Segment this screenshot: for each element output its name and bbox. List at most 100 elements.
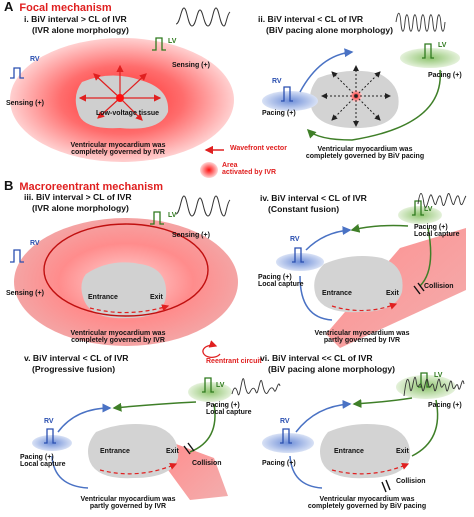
panel-vi-caption-line2: completely governed by BiV pacing: [307, 503, 427, 511]
tissue-shape-vi: [320, 424, 411, 479]
dashed-wavefront-vectors: [321, 65, 391, 127]
legend-wavefront-label: Wavefront vector: [230, 145, 287, 152]
rv-wave-arrow-iv: [305, 226, 352, 251]
panel-vi-exit-label: Exit: [396, 448, 409, 455]
lv-lead-icon-iv: [412, 200, 424, 216]
rv-lead-icon-ii: [281, 86, 293, 102]
legend-a: [200, 145, 224, 178]
panel-v-pacing-lv: Pacing (+)Local capture: [206, 402, 252, 417]
slow-conduction-path-iv: [331, 302, 398, 312]
panel-vi-pacing-rv: Pacing (+): [262, 460, 296, 467]
lv-pacing-site-ii: [400, 48, 460, 68]
lv-lower-arrow-vi: [411, 399, 439, 457]
ecg-trace-vi: [403, 376, 465, 397]
panel-ii-pacing-rv: Pacing (+): [262, 110, 296, 117]
panel-v-pacing-rv-line2: Local capture: [20, 461, 66, 469]
panel-ii-pacing-lv: Pacing (+): [428, 72, 462, 79]
lv-wave-arrow-ii: [306, 69, 441, 141]
panel-iv-title-line2: (Constant fusion): [268, 204, 340, 215]
lv-pacing-site-iv: [398, 206, 442, 224]
rv-wave-arrow-v: [57, 403, 112, 433]
panel-iv-graphic: [276, 192, 467, 348]
panel-iv-title: iv. BiV interval < CL of IVR(Constant fu…: [260, 193, 367, 215]
panel-vi-collision-label: Collision: [396, 478, 426, 485]
panel-v-rv-label: RV: [44, 418, 54, 425]
ivr-fusion-area-v: [168, 444, 228, 500]
lv-lead-icon-iii: [150, 211, 164, 225]
panel-iv-pacing-rv-line1: Pacing (+): [258, 274, 292, 281]
collision-mark-v: [183, 442, 195, 455]
tissue-shape-iv: [314, 256, 403, 313]
lv-lead-icon-vi: [418, 372, 430, 388]
panel-iii-caption-line2: completely governed by IVR: [71, 337, 165, 345]
panel-i-sensing-rv: Sensing (+): [6, 100, 44, 107]
rv-pacing-site-vi: [262, 433, 314, 453]
panel-i-title: i. BiV interval > CL of IVR(IVR alone mo…: [24, 14, 129, 36]
ecg-trace-iv: [417, 192, 467, 208]
panel-ii-caption-line1: Ventricular myocardium was: [317, 146, 413, 153]
panel-iv-lv-label: LV: [424, 206, 433, 213]
ecg-trace-i: [175, 7, 231, 27]
collision-mark-iv: [413, 282, 425, 295]
panel-iii-caption-line1: Ventricular myocardium was: [70, 330, 166, 337]
slow-conduction-path-vi: [331, 463, 410, 475]
section-a-letter: A: [4, 0, 14, 14]
panel-iii-entrance-label: Entrance: [88, 294, 118, 301]
rv-pacing-site-v: [32, 435, 72, 451]
lv-pacing-site-vi: [396, 375, 456, 399]
area-legend-swatch: [200, 162, 218, 178]
ecg-trace-iii: [175, 195, 231, 217]
panel-vi-title-line1: vi. BiV interval << CL of IVR: [260, 353, 373, 363]
panel-iii-sensing-rv: Sensing (+): [6, 290, 44, 297]
panel-ii-title: ii. BiV interval < CL of IVR(BiV pacing …: [258, 14, 393, 35]
ecg-trace-v: [231, 378, 281, 396]
panel-v-pacing-rv-line1: Pacing (+): [20, 454, 54, 461]
rv-lower-arrow-iv: [299, 275, 333, 321]
panel-v-graphic: [32, 377, 281, 500]
lv-wave-arrow-vi: [352, 397, 413, 409]
lv-wave-arrow-iv: [350, 223, 409, 233]
panel-v-collision-label: Collision: [192, 460, 222, 467]
panel-v-pacing-rv: Pacing (+)Local capture: [20, 454, 66, 469]
lv-wave-arrow-v: [112, 401, 197, 412]
panel-i-sensing-lv: Sensing (+): [172, 62, 210, 69]
panel-v-entrance-label: Entrance: [100, 448, 130, 455]
lv-lead-icon-ii: [422, 43, 434, 59]
panel-iv-pacing-rv: Pacing (+)Local capture: [258, 274, 304, 289]
rv-wave-arrow-vi: [295, 399, 352, 433]
panel-iii-rv-label: RV: [30, 240, 40, 247]
panel-ii-caption-line2: completely governed by BiV pacing: [305, 153, 425, 161]
rv-wave-arrow-ii: [299, 48, 354, 93]
panel-iv-rv-label: RV: [290, 236, 300, 243]
panel-i-rv-label: RV: [30, 56, 40, 63]
rv-lead-icon-iii: [10, 249, 24, 263]
panel-vi-title-line2: (BiV pacing alone morphology): [268, 364, 396, 375]
panel-iii-graphic: [10, 195, 238, 346]
panel-iii-sensing-lv: Sensing (+): [172, 232, 210, 239]
panel-v-title: v. BiV interval < CL of IVR(Progressive …: [24, 353, 129, 374]
panel-iii-exit-label: Exit: [150, 294, 163, 301]
panel-iv-pacing-lv-line2: Local capture: [414, 231, 460, 239]
panel-iv-title-line1: iv. BiV interval < CL of IVR: [260, 193, 367, 203]
panel-i-graphic: [10, 7, 234, 162]
lv-lead-icon: [152, 37, 166, 51]
panel-iv-pacing-lv: Pacing (+)Local capture: [414, 224, 460, 239]
panel-iv-pacing-rv-line2: Local capture: [258, 281, 304, 289]
panel-v-title-line1: v. BiV interval < CL of IVR: [24, 353, 129, 363]
panel-v-lv-label: LV: [216, 382, 225, 389]
tissue-shape-iii: [81, 262, 167, 319]
panel-i-title-line2: (IVR alone morphology): [32, 25, 129, 36]
section-b-title: Macroreentrant mechanism: [19, 181, 164, 193]
legend-area-line2: activated by IVR: [222, 169, 277, 177]
wavefront-vectors: [78, 64, 162, 121]
rv-lead-icon-vi: [280, 428, 292, 444]
panel-iii-lv-label: LV: [168, 212, 177, 219]
rv-lead-icon: [10, 67, 24, 79]
panel-vi-caption-line1: Ventricular myocardium was: [319, 496, 415, 503]
